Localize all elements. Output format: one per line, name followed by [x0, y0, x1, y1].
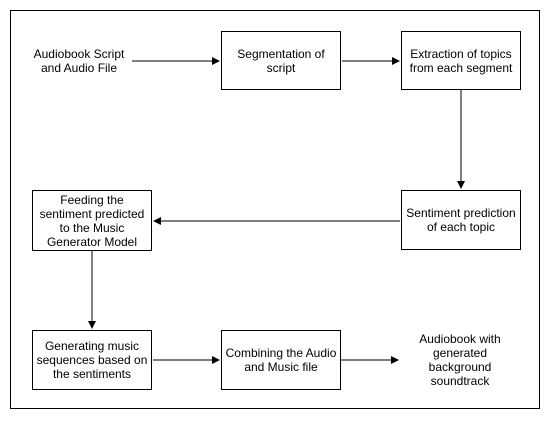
node-sentiment: Sentiment prediction of each topic: [401, 190, 521, 250]
node-extraction-label: Extraction of topics from each segment: [409, 46, 513, 75]
node-sentiment-label: Sentiment prediction of each topic: [406, 206, 516, 234]
node-input: Audiobook Script and Audio File: [26, 42, 132, 80]
node-generating: Generating music sequences based on the …: [32, 330, 152, 390]
node-segmentation-label: Segmentation of script: [237, 46, 325, 75]
node-segmentation: Segmentation of script: [221, 31, 341, 90]
node-feeding: Feeding the sentiment predicted to the M…: [32, 190, 152, 251]
node-combining: Combining the Audio and Music file: [221, 330, 341, 390]
node-output-label: Audiobook with generated background soun…: [419, 332, 501, 388]
diagram-frame: [10, 10, 540, 409]
node-generating-label: Generating music sequences based on the …: [36, 339, 148, 381]
node-combining-label: Combining the Audio and Music file: [225, 346, 337, 374]
node-extraction: Extraction of topics from each segment: [401, 31, 521, 90]
node-output: Audiobook with generated background soun…: [410, 330, 510, 390]
node-input-label: Audiobook Script and Audio File: [33, 47, 125, 75]
node-feeding-label: Feeding the sentiment predicted to the M…: [39, 192, 145, 249]
